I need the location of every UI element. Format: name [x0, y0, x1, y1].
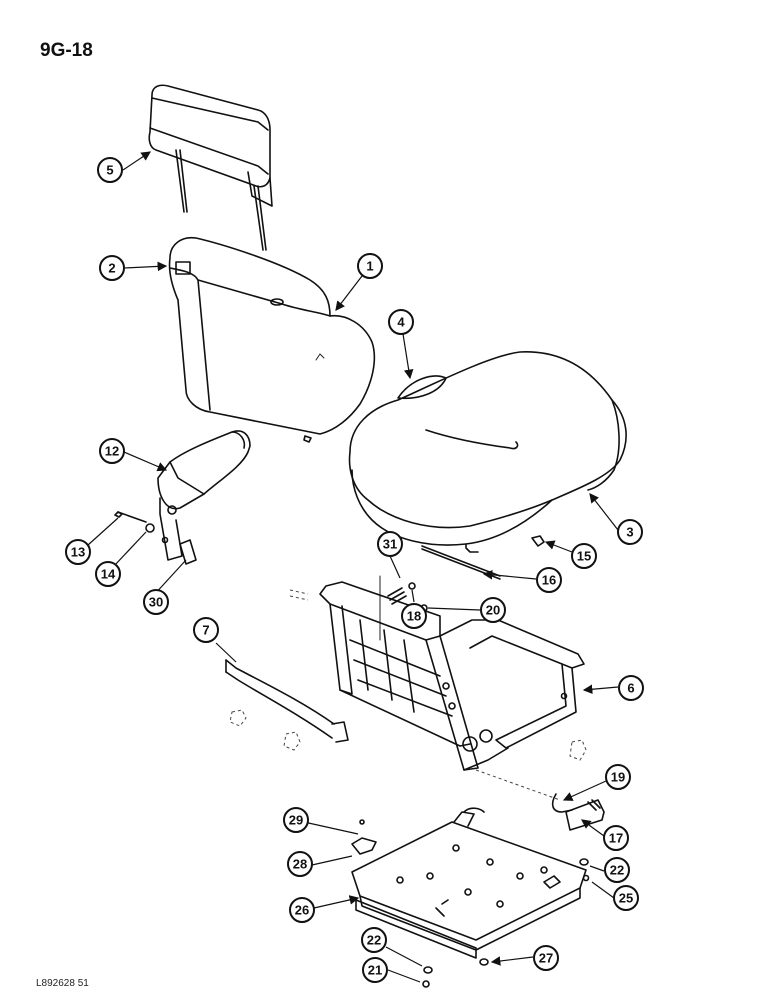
ghost-parts	[229, 589, 587, 801]
svg-text:25: 25	[619, 891, 633, 906]
svg-text:26: 26	[295, 903, 309, 918]
suspension-frame	[319, 581, 585, 771]
small-hardware	[351, 819, 590, 988]
leader-lines	[87, 151, 619, 983]
callout-15: 15	[571, 543, 597, 569]
callout-21: 21	[362, 957, 388, 983]
callout-31: 31	[377, 531, 403, 557]
callout-25: 25	[613, 885, 639, 911]
svg-text:5: 5	[106, 163, 113, 178]
svg-text:22: 22	[610, 863, 624, 878]
callout-13: 13	[65, 539, 91, 565]
svg-text:22: 22	[367, 933, 381, 948]
callout-28: 28	[287, 851, 313, 877]
drawing-reference-code: L892628 51	[36, 978, 89, 989]
svg-text:30: 30	[149, 595, 163, 610]
callout-4: 4	[388, 309, 414, 335]
callout-22-upper: 22	[604, 857, 630, 883]
svg-text:16: 16	[542, 573, 556, 588]
svg-text:3: 3	[626, 525, 633, 540]
seat-cushion	[348, 351, 627, 553]
svg-text:29: 29	[289, 813, 303, 828]
svg-text:7: 7	[202, 623, 209, 638]
adjust-lever	[551, 793, 605, 831]
svg-text:13: 13	[71, 545, 85, 560]
callout-5: 5	[97, 157, 123, 183]
callout-26: 26	[289, 897, 315, 923]
svg-text:31: 31	[383, 537, 397, 552]
callout-20: 20	[480, 597, 506, 623]
armrest-bolt-and-washer	[114, 511, 155, 533]
svg-text:12: 12	[105, 444, 119, 459]
page-number: 9G-18	[40, 40, 93, 61]
svg-text:6: 6	[627, 681, 634, 696]
svg-text:27: 27	[539, 951, 553, 966]
headrest	[148, 84, 273, 251]
callout-30: 30	[143, 589, 169, 615]
svg-text:4: 4	[397, 315, 405, 330]
callout-27: 27	[533, 945, 559, 971]
svg-text:19: 19	[611, 770, 625, 785]
svg-text:15: 15	[577, 549, 591, 564]
callout-1: 1	[357, 253, 383, 279]
svg-text:18: 18	[407, 609, 421, 624]
callout-18: 18	[401, 603, 427, 629]
armrest	[157, 430, 251, 565]
callout-6: 6	[618, 675, 644, 701]
svg-text:17: 17	[609, 831, 623, 846]
callout-14: 14	[95, 561, 121, 587]
callout-3: 3	[617, 519, 643, 545]
suspension-strap	[225, 659, 349, 743]
svg-text:20: 20	[486, 603, 500, 618]
callout-17: 17	[603, 825, 629, 851]
svg-text:28: 28	[293, 857, 307, 872]
callout-29: 29	[283, 807, 309, 833]
trim-strip	[421, 535, 545, 580]
seat-base-slides	[351, 807, 587, 959]
callout-7: 7	[193, 617, 219, 643]
svg-text:2: 2	[108, 261, 115, 276]
callout-2: 2	[99, 255, 125, 281]
backrest	[168, 236, 376, 443]
svg-text:21: 21	[368, 963, 382, 978]
callout-22-lower: 22	[361, 927, 387, 953]
svg-text:1: 1	[366, 259, 373, 274]
callout-19: 19	[605, 764, 631, 790]
callout-16: 16	[536, 567, 562, 593]
svg-text:14: 14	[101, 567, 116, 582]
callout-12: 12	[99, 438, 125, 464]
